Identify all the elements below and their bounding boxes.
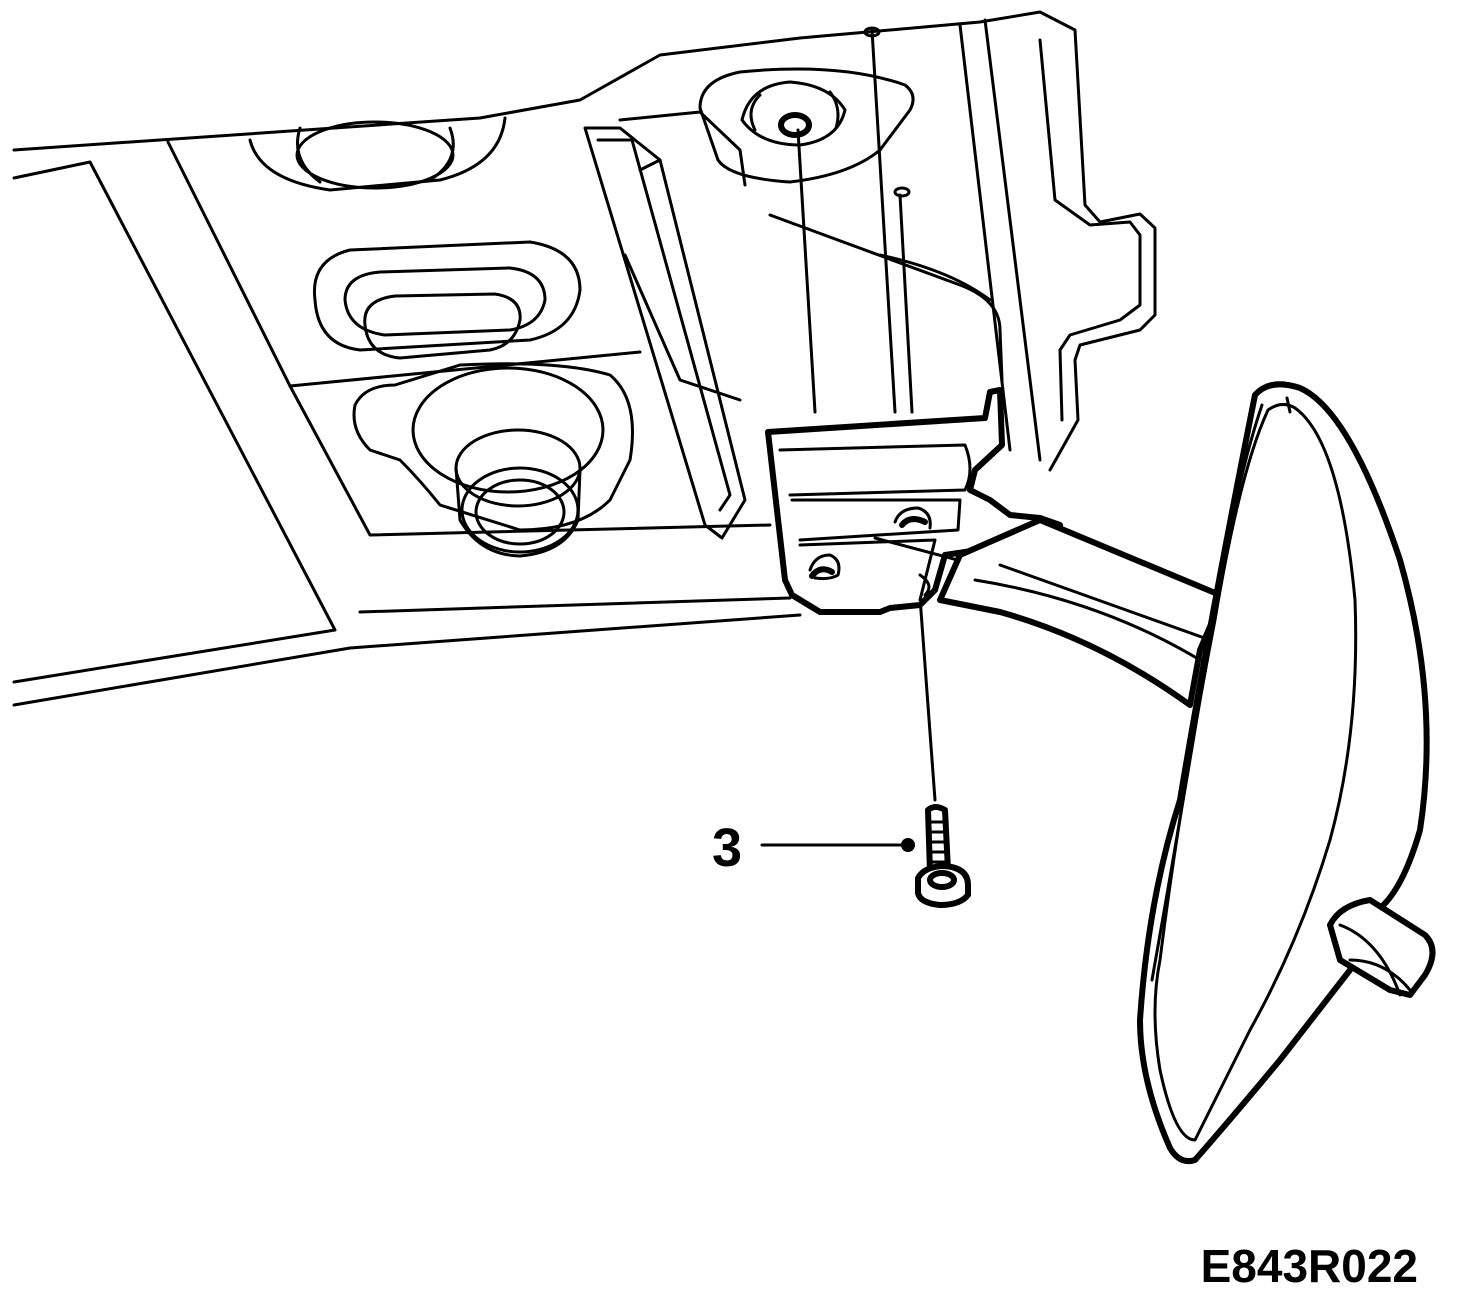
callout-3: 3 bbox=[712, 818, 915, 878]
roof-channel bbox=[583, 110, 747, 540]
mirror-tab bbox=[1327, 897, 1436, 998]
screw-part-3 bbox=[915, 804, 971, 908]
roof-grommet-middle bbox=[312, 240, 582, 360]
roof-grommet-top bbox=[248, 116, 507, 192]
roof-boss-lower bbox=[352, 362, 634, 558]
mirror-mount-bracket bbox=[765, 387, 1222, 632]
callout-number-3: 3 bbox=[712, 818, 742, 878]
roof-panel bbox=[12, 10, 1157, 707]
figure-code: E843R022 bbox=[1201, 1240, 1418, 1292]
assembly-guide-lines bbox=[796, 26, 937, 802]
upper-mount-fastener bbox=[698, 67, 1004, 382]
rear-view-mirror bbox=[1137, 381, 1430, 1165]
mirror-arm bbox=[937, 517, 1223, 708]
